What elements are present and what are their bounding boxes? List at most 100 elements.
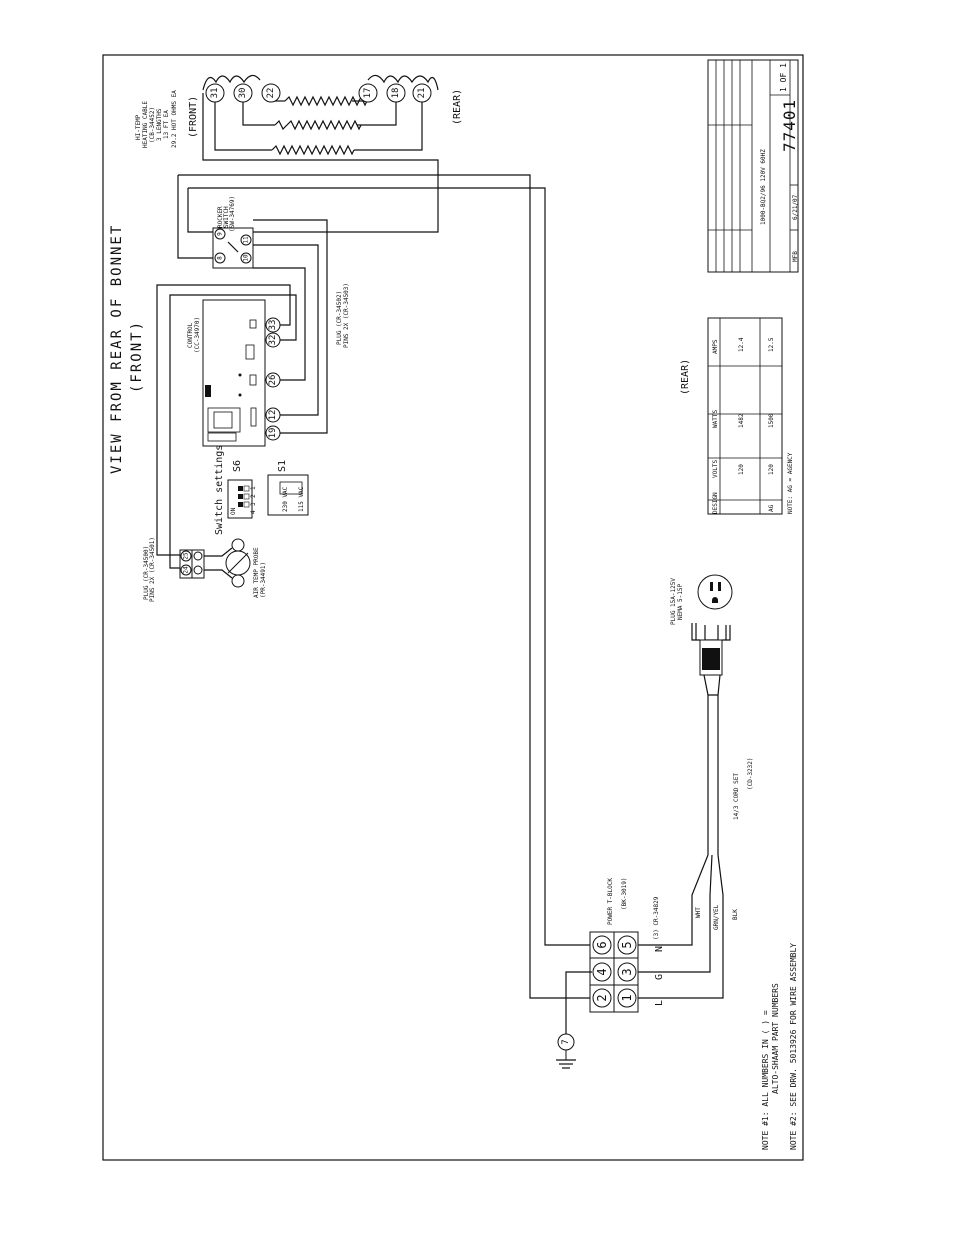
wire-blk-label: BLK [732, 909, 739, 920]
view-title: VIEW FROM REAR OF BONNET [109, 224, 125, 474]
terminal-21-label: 21 [417, 88, 427, 99]
svg-text:SWITCH: SWITCH [223, 206, 230, 228]
svg-text:CONTROL: CONTROL [187, 322, 194, 348]
svg-text:7: 7 [561, 1039, 571, 1044]
svg-text:1500: 1500 [768, 413, 775, 428]
heating-cable-label-5: 13 FT EA [163, 110, 170, 139]
view-subtitle: (FRONT) [129, 320, 145, 393]
svg-text:8: 8 [217, 256, 224, 260]
terminal-22-label: 22 [266, 88, 276, 99]
svg-text:ROCKER: ROCKER [217, 206, 224, 228]
note-1b: ALTO-SHAAM PART NUMBERS [771, 983, 780, 1094]
svg-text:(PR-34491): (PR-34491) [260, 562, 267, 598]
svg-text:AIR TEMP PROBE: AIR TEMP PROBE [253, 547, 260, 598]
svg-text:25: 25 [183, 552, 190, 560]
power-block: 6 4 2 5 3 1 POWER T-BLOCK (BK-3019) (3) … [589, 877, 665, 1013]
svg-text:VOLTS: VOLTS [712, 460, 719, 478]
svg-text:4: 4 [595, 968, 609, 975]
svg-text:NOTE: AG = AGENCY: NOTE: AG = AGENCY [787, 452, 794, 514]
svg-text:(CD-3232): (CD-3232) [747, 757, 754, 790]
svg-text:1: 1 [620, 994, 634, 1001]
svg-text:12: 12 [268, 410, 278, 421]
terminal-30-label: 30 [238, 88, 248, 99]
main-plug: PLUG 15A-125V NEMA 5-15P 14/3 CORD SET (… [670, 574, 754, 855]
svg-text:2: 2 [595, 994, 609, 1001]
heating-cable: HI-TEMP HEATING CABLE (CB-34452) 3 LENGT… [135, 74, 463, 156]
rear-label: (REAR) [680, 359, 691, 395]
svg-text:(SW-34769): (SW-34769) [229, 196, 236, 232]
svg-text:120: 120 [768, 464, 775, 475]
svg-text:S1: S1 [277, 460, 288, 472]
terminal-18 [386, 83, 406, 103]
plug-probe: 25 24 PLUG (CR-34500) PINS 2X (CR-34501) [143, 537, 205, 602]
control-board: CONTROL (CC-34970) 32 33 26 12 19 [187, 299, 281, 447]
svg-text:ON: ON [230, 507, 237, 515]
heating-cable-label-6: 29.2 HOT OHMS EA [171, 90, 178, 148]
svg-text:1: 1 [250, 486, 257, 490]
svg-text:19: 19 [268, 428, 278, 439]
svg-text:3: 3 [250, 502, 257, 506]
svg-text:(3) CR-34829: (3) CR-34829 [653, 896, 660, 940]
wire-grn-label: GRN/YEL [713, 904, 720, 930]
wire-wht-label: WHT [695, 907, 702, 918]
svg-text:230 VAC: 230 VAC [282, 486, 289, 512]
svg-text:6: 6 [595, 941, 609, 948]
ground-symbol: 7 [556, 971, 592, 1069]
spec-table: DESIGN VOLTS WATTS AMPS 120 1482 12.4 AG… [707, 317, 794, 515]
drawing-border [102, 54, 804, 1161]
svg-text:26: 26 [268, 375, 278, 386]
svg-text:9: 9 [217, 232, 224, 236]
drawn-by-text: MFB [792, 251, 799, 262]
svg-text:(BK-3019): (BK-3019) [621, 877, 628, 910]
svg-text:3: 3 [620, 968, 634, 975]
svg-text:NEMA 5-15P: NEMA 5-15P [677, 583, 684, 620]
terminal-31 [205, 83, 225, 103]
note-1a: NOTE #1: ALL NUMBERS IN ( ) = [761, 1010, 770, 1150]
heating-cable-label-2: HEATING CABLE [142, 101, 149, 148]
svg-text:115 VAC: 115 VAC [298, 486, 305, 512]
heating-cable-label-1: HI-TEMP [135, 114, 142, 140]
svg-text:24: 24 [183, 566, 190, 574]
plug-control-label-2: PINS 2X (CR-34503) [343, 283, 350, 348]
svg-text:WATTS: WATTS [712, 410, 719, 428]
terminal-31-label: 31 [210, 88, 220, 99]
svg-text:120: 120 [738, 464, 745, 475]
terminal-22 [261, 83, 281, 103]
heating-rear-label: (REAR) [452, 89, 463, 125]
title-block: 77401 1 OF 1 1000-BQ2/96 120V 60HZ 6/21/… [707, 59, 799, 273]
svg-text:33: 33 [268, 320, 278, 331]
svg-text:AG: AG [768, 504, 775, 512]
terminal-18-label: 18 [391, 88, 401, 99]
svg-text:Switch settings: Switch settings [214, 445, 225, 535]
heating-cable-label-4: 3 LENGTHS [156, 108, 163, 141]
svg-text:10: 10 [243, 254, 250, 262]
terminal-17-label: 17 [363, 88, 373, 99]
svg-text:S6: S6 [232, 460, 243, 472]
svg-text:4: 4 [250, 510, 257, 514]
svg-text:POWER T-BLOCK: POWER T-BLOCK [607, 878, 614, 925]
svg-text:PINS 2X (CR-34501): PINS 2X (CR-34501) [149, 537, 156, 602]
svg-text:PLUG 15A-125V: PLUG 15A-125V [670, 578, 677, 625]
svg-text:14/3 CORD SET: 14/3 CORD SET [733, 773, 740, 820]
svg-text:(CC-34970): (CC-34970) [194, 317, 201, 353]
terminal-17 [358, 83, 378, 103]
model-text: 1000-BQ2/96 120V 60HZ [760, 149, 767, 225]
svg-text:DESIGN: DESIGN [712, 492, 719, 514]
heating-cable-label-3: (CB-34452) [149, 107, 156, 143]
svg-text:32: 32 [268, 335, 278, 346]
svg-text:5: 5 [620, 941, 634, 948]
date-text: 6/21/07 [792, 194, 799, 220]
svg-text:L: L [654, 1000, 665, 1006]
terminal-21 [412, 83, 432, 103]
svg-text:2: 2 [250, 494, 257, 498]
plug-control-label-1: PLUG (CR-34502) [336, 291, 343, 345]
svg-text:N: N [654, 946, 665, 952]
svg-text:11: 11 [243, 236, 250, 244]
svg-text:12.4: 12.4 [738, 337, 745, 352]
terminal-30 [233, 83, 253, 103]
sheet-number: 1 OF 1 [779, 63, 788, 92]
rocker-switch: 9 11 8 10 ROCKER SWITCH (SW-34769) [212, 196, 254, 269]
drawing-number: 77401 [780, 99, 799, 152]
svg-text:AMPS: AMPS [712, 339, 719, 354]
